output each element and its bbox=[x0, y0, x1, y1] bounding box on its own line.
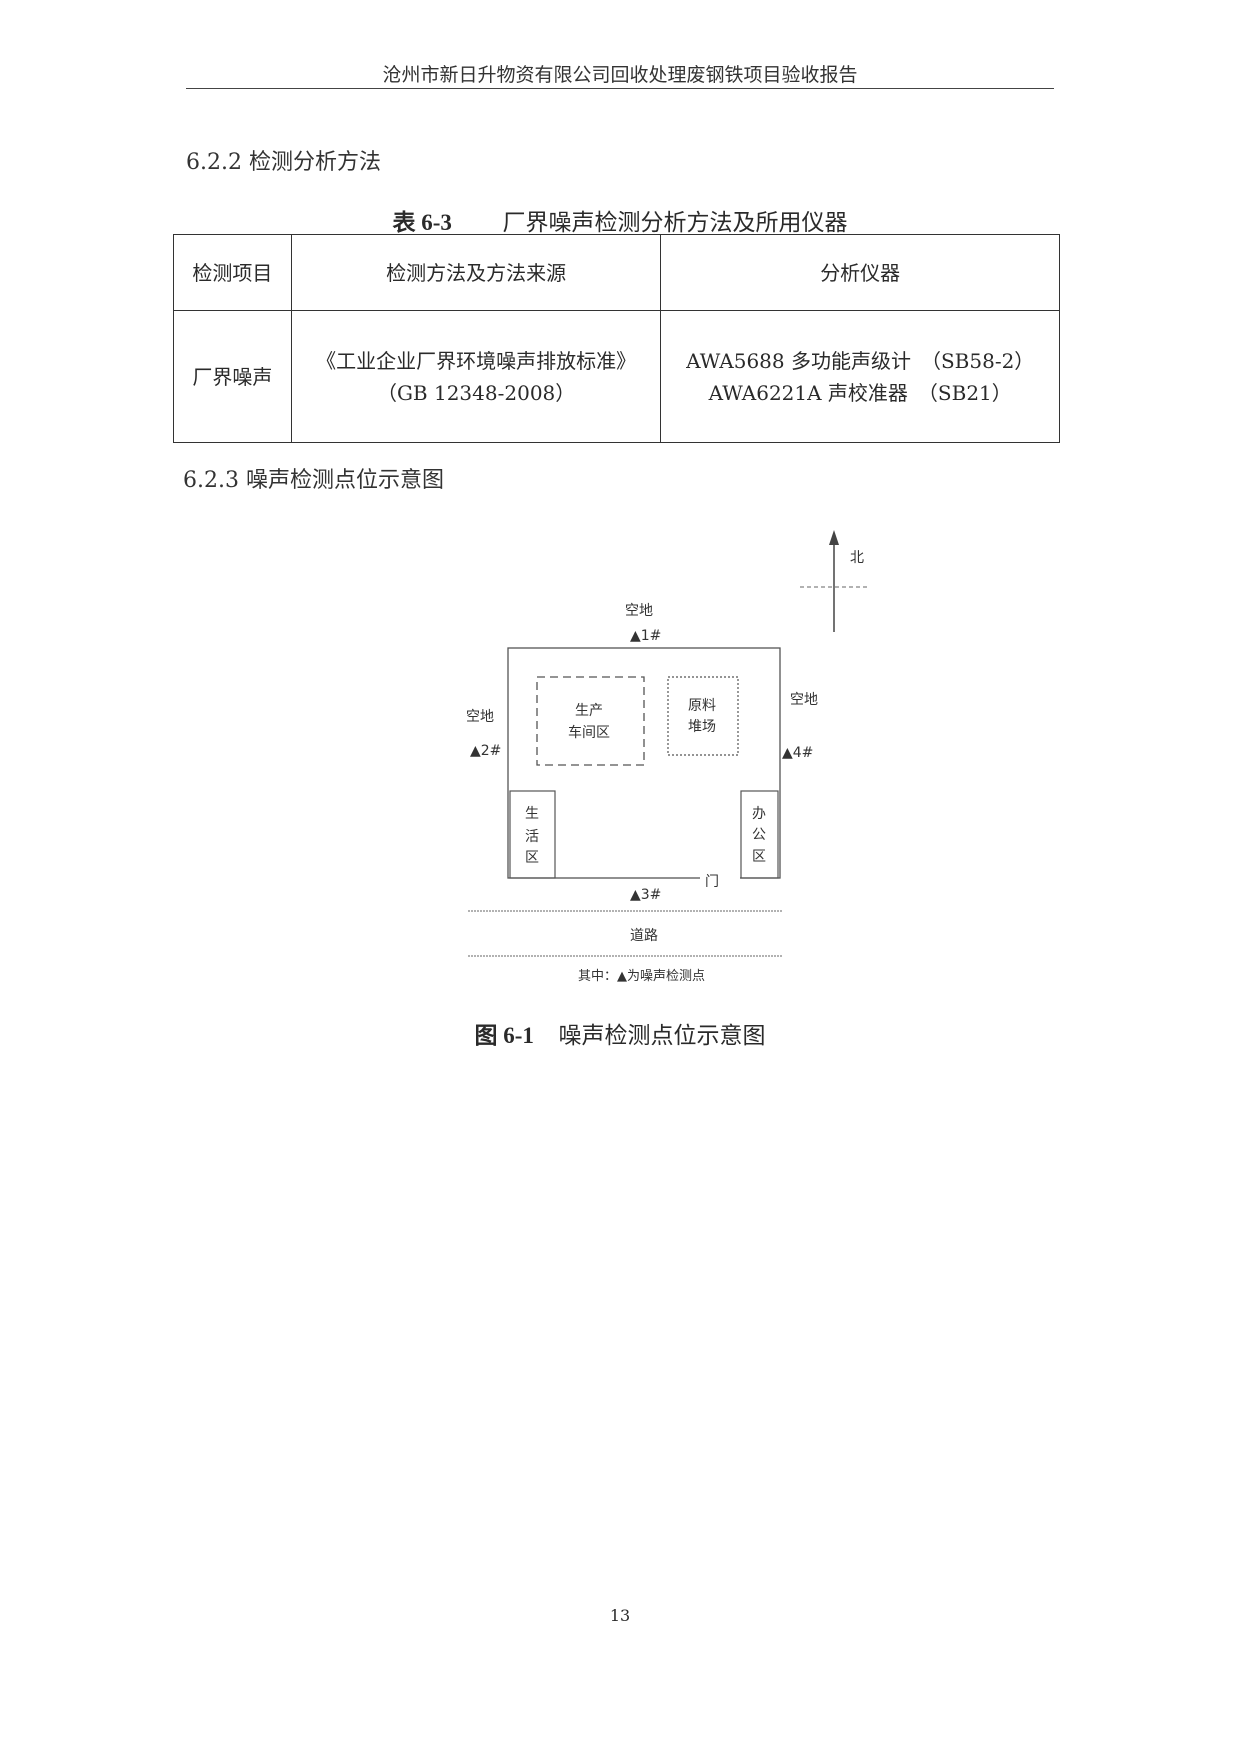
table-header-row: 检测项目 检测方法及方法来源 分析仪器 bbox=[173, 234, 1060, 311]
living-label-2: 活 bbox=[525, 829, 539, 845]
section-heading-6-2-3: 6.2.3 噪声检测点位示意图 bbox=[183, 468, 444, 493]
living-label-3: 区 bbox=[525, 850, 539, 866]
workshop-label-line1: 生产 bbox=[575, 703, 603, 719]
north-label: 北 bbox=[850, 550, 864, 566]
storage-label-line1: 原料 bbox=[688, 698, 716, 714]
workshop-label-line2: 车间区 bbox=[568, 724, 610, 741]
methods-table: 检测项目 检测方法及方法来源 分析仪器 厂界噪声 《工业企业厂界环境噪声排放标准… bbox=[173, 234, 1060, 443]
cell-method: 《工业企业厂界环境噪声排放标准》 （GB 12348-2008） bbox=[290, 310, 662, 443]
cell-instrument-line1: AWA5688 多功能声级计 （SB58-2） bbox=[686, 348, 1035, 373]
figure-caption: 图 6-1 噪声检测点位示意图 bbox=[0, 1016, 1240, 1050]
cell-method-line2: （GB 12348-2008） bbox=[376, 380, 576, 405]
monitoring-point-3: ▲3# bbox=[630, 887, 661, 903]
right-empty-land-label: 空地 bbox=[790, 692, 818, 708]
office-label-1: 办 bbox=[752, 806, 766, 822]
section-heading-6-2-2: 6.2.2 检测分析方法 bbox=[186, 150, 381, 175]
monitoring-point-diagram: 北 空地 ▲1# 生产 车间区 原料 堆场 生 活 区 办 公 区 空地 ▲2#… bbox=[466, 530, 870, 984]
raw-material-yard bbox=[667, 676, 739, 756]
monitoring-point-1: ▲1# bbox=[630, 628, 661, 644]
office-area bbox=[740, 790, 779, 879]
left-empty-land-label: 空地 bbox=[466, 709, 494, 725]
cell-instrument-line2: AWA6221A 声校准器 （SB21） bbox=[708, 380, 1012, 405]
figure-caption-text: 噪声检测点位示意图 bbox=[558, 1023, 766, 1049]
table-caption-number: 表 6-3 bbox=[392, 210, 452, 235]
cell-instrument: AWA5688 多功能声级计 （SB58-2） AWA6221A 声校准器 （S… bbox=[660, 310, 1060, 443]
office-label-3: 区 bbox=[752, 849, 766, 865]
figure-caption-number: 图 6-1 bbox=[474, 1023, 534, 1048]
monitoring-point-4: ▲4# bbox=[782, 745, 813, 761]
office-label-2: 公 bbox=[752, 827, 766, 843]
page-header-title: 沧州市新日升物资有限公司回收处理废钢铁项目验收报告 bbox=[382, 64, 858, 86]
site-boundary bbox=[507, 647, 781, 879]
storage-label-line2: 堆场 bbox=[688, 719, 716, 735]
living-area bbox=[509, 790, 556, 879]
cell-item: 厂界噪声 bbox=[173, 310, 292, 443]
page-number: 13 bbox=[609, 1606, 631, 1625]
header-cell-item: 检测项目 bbox=[173, 234, 292, 311]
north-arrow-icon bbox=[800, 530, 870, 632]
production-workshop-zone bbox=[536, 676, 645, 766]
gate-label: 门 bbox=[705, 874, 719, 890]
table-row: 厂界噪声 《工业企业厂界环境噪声排放标准》 （GB 12348-2008） AW… bbox=[173, 310, 1060, 443]
table-caption: 表 6-3 厂界噪声检测分析方法及所用仪器 bbox=[0, 203, 1240, 237]
diagram-legend: 其中：▲为噪声检测点 bbox=[578, 969, 705, 984]
table-caption-text: 厂界噪声检测分析方法及所用仪器 bbox=[502, 210, 848, 236]
road-label: 道路 bbox=[630, 928, 658, 944]
header-rule bbox=[186, 88, 1054, 89]
monitoring-point-2: ▲2# bbox=[470, 743, 501, 759]
living-label-1: 生 bbox=[525, 806, 539, 822]
top-empty-land-label: 空地 bbox=[625, 603, 653, 619]
cell-method-line1: 《工业企业厂界环境噪声排放标准》 bbox=[316, 348, 637, 373]
header-cell-method: 检测方法及方法来源 bbox=[290, 234, 662, 311]
header-cell-instrument: 分析仪器 bbox=[660, 234, 1060, 311]
